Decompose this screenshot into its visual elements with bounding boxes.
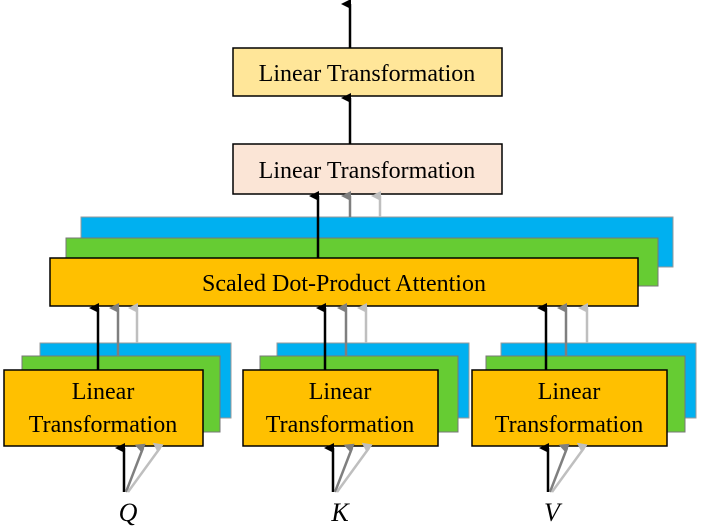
branch-k-linear-box bbox=[242, 369, 439, 447]
branch-q-in-arrow-2 bbox=[124, 443, 146, 493]
branch-k-input-label: K bbox=[330, 498, 350, 527]
branch-k-label-line2: Transformation bbox=[266, 412, 414, 438]
branch-v-in-arrow-3 bbox=[550, 442, 588, 493]
branch-v-input-label: V bbox=[544, 498, 563, 527]
branch-k-in-arrow-2 bbox=[333, 443, 355, 493]
branch-k-label-line1: Linear bbox=[309, 379, 372, 405]
attention-label: Scaled Dot-Product Attention bbox=[202, 271, 486, 297]
branch-q: Linear Transformation Q bbox=[3, 303, 232, 527]
branch-v: Linear Transformation V bbox=[471, 303, 697, 527]
branch-q-label-line1: Linear bbox=[72, 379, 135, 405]
branch-k-in-arrow-3 bbox=[335, 442, 373, 493]
branch-q-in-arrow-3 bbox=[126, 442, 164, 493]
branch-v-in-arrow-2 bbox=[548, 443, 570, 493]
branch-q-linear-box bbox=[3, 369, 204, 447]
concat-linear-box bbox=[232, 143, 503, 195]
branch-q-input-label: Q bbox=[119, 498, 138, 527]
output-linear-label: Linear Transformation bbox=[259, 61, 476, 87]
branch-q-label-line2: Transformation bbox=[29, 412, 177, 438]
branch-v-linear-box bbox=[471, 369, 668, 447]
branch-v-label-line1: Linear bbox=[538, 379, 601, 405]
concat-linear-label: Linear Transformation bbox=[259, 158, 476, 184]
branch-v-label-line2: Transformation bbox=[495, 412, 643, 438]
branch-k: Linear Transformation K bbox=[242, 303, 470, 527]
attention-box bbox=[49, 257, 639, 307]
output-linear-box bbox=[232, 47, 503, 97]
